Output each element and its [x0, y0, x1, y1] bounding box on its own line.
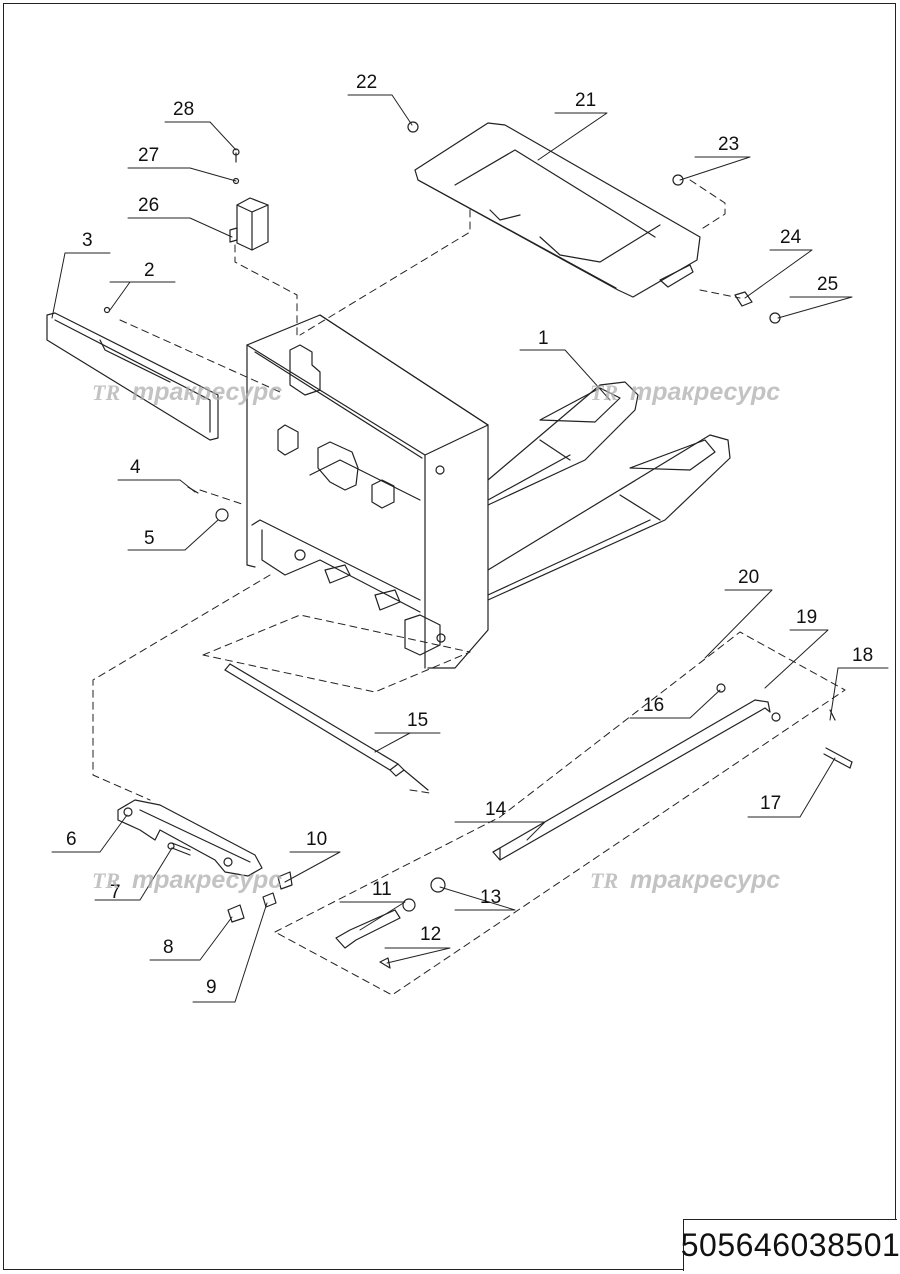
part-1-forks: [487, 381, 731, 601]
callout-13: 13: [480, 887, 501, 908]
watermark-2: TR тракресурс: [590, 378, 780, 406]
callout-10: 10: [306, 829, 327, 850]
part-3-panel: [46, 312, 219, 441]
callout-2: 2: [144, 260, 155, 281]
callout-12: 12: [420, 924, 441, 945]
svg-text:TR: TR: [590, 868, 618, 893]
watermark-4: TR тракресурс: [590, 866, 780, 894]
svg-text:тракресурс: тракресурс: [132, 866, 282, 894]
part-15-shaft: [224, 663, 429, 791]
callout-14: 14: [485, 799, 507, 820]
part-21-cover: [414, 122, 701, 298]
callout-16: 16: [643, 695, 664, 716]
part-6-linkage: [117, 799, 263, 877]
svg-text:TR: TR: [590, 380, 618, 405]
callout-3: 3: [82, 230, 93, 251]
watermarks: TR тракресурс TR тракресурс TR тракресур…: [92, 378, 780, 894]
callout-7: 7: [110, 882, 121, 903]
part-16-bushing: [716, 683, 726, 693]
part-chassis: [246, 314, 489, 669]
drawing-frame: [3, 3, 896, 1270]
callout-21: 21: [575, 90, 596, 111]
callout-1: 1: [538, 328, 549, 349]
svg-text:тракресурс: тракресурс: [630, 866, 780, 894]
assembly-guides: [92, 179, 846, 996]
svg-text:тракресурс: тракресурс: [630, 378, 780, 406]
callout-20: 20: [738, 567, 759, 588]
callout-22: 22: [356, 72, 377, 93]
svg-text:TR: TR: [92, 868, 120, 893]
callout-23: 23: [718, 134, 739, 155]
svg-text:TR: TR: [92, 380, 120, 405]
part-26-bracket: [229, 148, 269, 251]
watermark-3: TR тракресурс: [92, 866, 282, 894]
drawing-code: 505646038501: [680, 1227, 900, 1263]
callout-19: 19: [796, 607, 817, 628]
callout-17: 17: [760, 793, 781, 814]
callout-4: 4: [130, 457, 141, 478]
callout-15: 15: [407, 710, 428, 731]
callout-18: 18: [852, 645, 873, 666]
callout-11: 11: [372, 879, 392, 900]
callout-5: 5: [144, 528, 155, 549]
callout-27: 27: [138, 145, 159, 166]
callout-26: 26: [138, 195, 159, 216]
part-14-bar: [492, 699, 781, 861]
callout-28: 28: [173, 99, 194, 120]
callout-6: 6: [66, 829, 77, 850]
svg-text:тракресурс: тракресурс: [132, 378, 282, 406]
callout-numbers: 1 2 3 4 5 6 7 8 9 10 11 12 13 14 15 16 1…: [66, 72, 873, 998]
callout-24: 24: [780, 227, 802, 248]
callout-25: 25: [817, 274, 838, 295]
watermark-1: TR тракресурс: [92, 378, 282, 406]
leader-lines: [51, 94, 889, 1003]
callout-9: 9: [206, 977, 217, 998]
small-parts: [103, 121, 781, 969]
callout-8: 8: [163, 937, 174, 958]
drawing-code-box: 505646038501: [680, 1219, 900, 1271]
part-17-pin: [823, 709, 853, 769]
